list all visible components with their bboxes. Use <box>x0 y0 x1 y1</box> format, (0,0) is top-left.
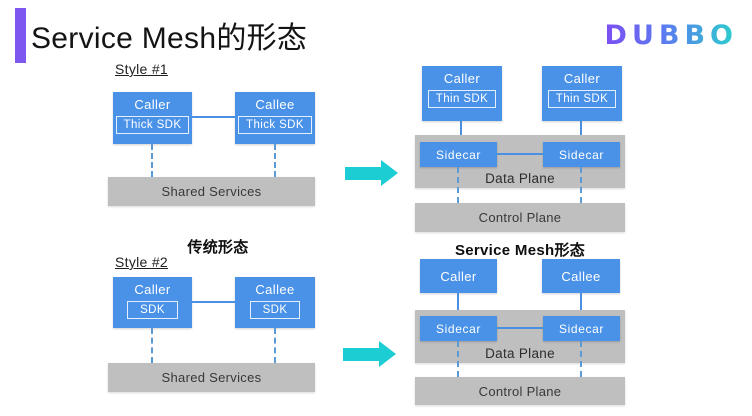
mesh2-sidecar1-dashed-line <box>457 341 459 377</box>
style2-callee-node: Callee SDK <box>235 277 315 328</box>
service-mesh-caption: Service Mesh形态 <box>454 242 586 259</box>
style1-connector-line <box>192 116 235 118</box>
style1-caller-sdk: Thick SDK <box>115 116 190 134</box>
mesh1-caller1-sdk: Thin SDK <box>427 90 497 108</box>
style1-callee-sdk: Thick SDK <box>238 116 312 134</box>
style1-shared-services-bar: Shared Services <box>108 177 315 206</box>
style2-caller-sdk: SDK <box>127 301 178 319</box>
mesh2-caller-node: Caller <box>420 259 497 293</box>
arrow-head <box>381 160 398 186</box>
mesh1-caller2-sdk: Thin SDK <box>547 90 617 108</box>
style2-callee-dashed-line <box>274 328 276 363</box>
mesh2-caller-link <box>457 293 459 316</box>
title-accent-bar <box>15 8 26 63</box>
style1-caller-node: Caller Thick SDK <box>113 92 192 144</box>
mesh1-sidecar2: Sidecar <box>543 142 620 167</box>
page-title: Service Mesh的形态 <box>31 22 308 55</box>
arrow-head <box>379 341 396 367</box>
mesh1-sidecar-link <box>497 153 543 155</box>
mesh1-sidecar1: Sidecar <box>420 142 497 167</box>
mesh1-caller1-link <box>460 121 462 143</box>
style2-label: Style #2 <box>115 254 168 270</box>
traditional-caption: 传统形态 <box>187 239 249 256</box>
mesh1-sidecar1-dashed-line <box>457 167 459 203</box>
mesh1-caller2-link <box>580 121 582 143</box>
arrow-right-top-icon <box>345 160 398 186</box>
dubbo-logo: DUBBO <box>604 20 738 51</box>
style1-callee-node: Callee Thick SDK <box>235 92 315 144</box>
arrow-body <box>343 347 379 361</box>
mesh1-sidecar2-dashed-line <box>580 167 582 203</box>
mesh1-caller2-title: Caller <box>563 71 601 86</box>
arrow-body <box>345 166 381 180</box>
style1-callee-title: Callee <box>255 97 295 112</box>
mesh1-caller1-title: Caller <box>443 71 481 86</box>
mesh1-data-plane-label: Data Plane <box>485 171 555 186</box>
mesh2-sidecar2-dashed-line <box>580 341 582 377</box>
style2-callee-sdk: SDK <box>249 301 301 319</box>
arrow-right-bottom-icon <box>343 341 396 367</box>
mesh1-control-plane-bar: Control Plane <box>415 203 625 232</box>
mesh2-data-plane-label: Data Plane <box>485 346 555 361</box>
style2-caller-dashed-line <box>151 328 153 363</box>
mesh2-sidecar1: Sidecar <box>420 316 497 341</box>
mesh2-sidecar2: Sidecar <box>543 316 620 341</box>
mesh2-callee-node: Callee <box>542 259 620 293</box>
style1-label: Style #1 <box>115 61 168 77</box>
mesh1-caller1-node: Caller Thin SDK <box>422 66 502 121</box>
style1-callee-dashed-line <box>274 144 276 177</box>
mesh2-sidecar-link <box>497 327 543 329</box>
style2-connector-line <box>192 301 235 303</box>
style1-caller-dashed-line <box>151 144 153 177</box>
style2-shared-services-bar: Shared Services <box>108 363 315 392</box>
style1-caller-title: Caller <box>134 97 171 112</box>
mesh2-callee-link <box>580 293 582 316</box>
mesh1-caller2-node: Caller Thin SDK <box>542 66 622 121</box>
mesh2-control-plane-bar: Control Plane <box>415 377 625 405</box>
style2-caller-title: Caller <box>134 282 171 297</box>
style2-callee-title: Callee <box>255 282 295 297</box>
style2-caller-node: Caller SDK <box>113 277 192 328</box>
